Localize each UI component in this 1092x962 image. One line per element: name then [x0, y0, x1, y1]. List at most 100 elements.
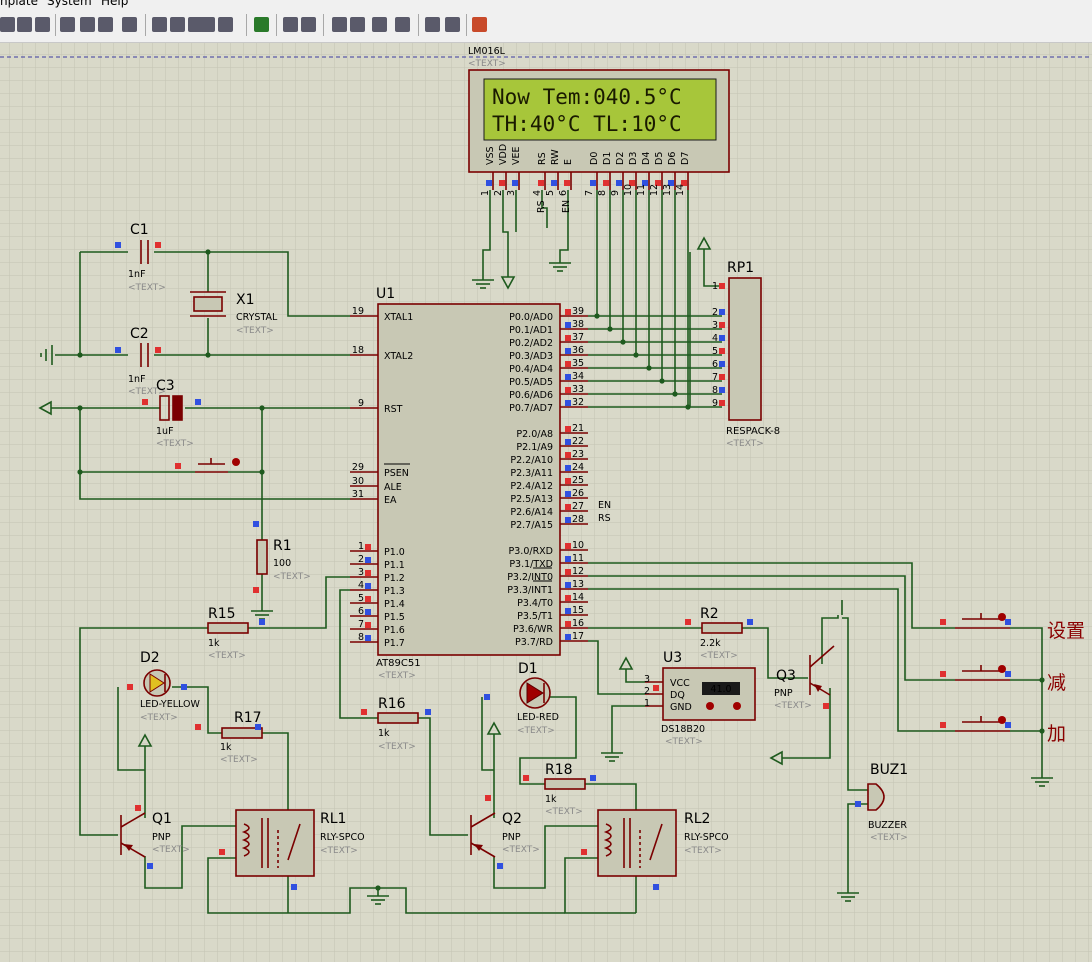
toolbar-separator — [323, 14, 324, 36]
toolbar-button-1[interactable] — [17, 17, 32, 32]
resistor-r15[interactable] — [207, 622, 249, 634]
resistor-r16[interactable] — [377, 712, 419, 724]
toolbar-button-21[interactable] — [472, 17, 487, 32]
wire — [625, 669, 645, 683]
relay-rl1[interactable] — [235, 809, 315, 877]
toolbar-button-17[interactable] — [372, 17, 387, 32]
mcu-right-pin-label: P0.7/AD7 — [509, 403, 553, 414]
mcu-left-pin-number: 2 — [358, 554, 364, 565]
r18-ref: R18 — [545, 762, 573, 778]
crystal-x1[interactable] — [193, 296, 223, 312]
toolbar-button-11[interactable] — [218, 17, 233, 32]
relay-rl2[interactable] — [597, 809, 677, 877]
toolbar-separator — [55, 14, 56, 36]
pin-marker — [655, 180, 661, 186]
q2-text: <TEXT> — [502, 845, 540, 855]
toolbar-button-8[interactable] — [170, 17, 185, 32]
lcd-pin-number: 7 — [584, 190, 595, 196]
toolbar-button-12[interactable] — [254, 17, 269, 32]
pin-marker — [565, 452, 571, 458]
mcu-left-pin-label: P1.0 — [384, 547, 405, 558]
pin-marker — [565, 322, 571, 328]
pin-marker — [155, 242, 161, 248]
lcd-pin-label: D3 — [628, 152, 639, 165]
pin-marker — [565, 335, 571, 341]
resistor-r17[interactable] — [221, 727, 263, 739]
lcd-pin-label: D2 — [615, 152, 626, 165]
toolbar-button-13[interactable] — [283, 17, 298, 32]
mcu-right-pin-number: 10 — [572, 540, 584, 551]
mcu-left-pin-label: P1.7 — [384, 638, 405, 649]
mcu-right-pin-label: P3.0/RXD — [509, 546, 553, 557]
resistor-r18[interactable] — [544, 778, 586, 790]
sensor-pin-number: 3 — [644, 674, 650, 685]
q3-ref: Q3 — [776, 668, 796, 684]
mcu-right-pin-label: P3.4/T0 — [517, 598, 553, 609]
lcd-en-label: EN — [561, 200, 572, 213]
resistor-r1[interactable] — [256, 539, 268, 575]
rp1-pin-number: 9 — [712, 398, 718, 409]
wire — [588, 562, 955, 629]
toolbar-button-2[interactable] — [35, 17, 50, 32]
lcd-pin-number: 5 — [545, 190, 556, 196]
toolbar-button-9[interactable] — [188, 17, 203, 32]
resistor-pack-rp1[interactable] — [728, 277, 762, 421]
mcu-right-pin-number: 28 — [572, 514, 584, 525]
pin-marker — [565, 634, 571, 640]
toolbar-button-7[interactable] — [152, 17, 167, 32]
lcd-pin-label: RS — [537, 152, 548, 165]
mcu-right-pin-number: 22 — [572, 436, 584, 447]
menu-help[interactable]: Help — [101, 0, 129, 8]
d1-value: LED-RED — [517, 712, 559, 723]
lcd-pin-label: D7 — [680, 152, 691, 165]
wire — [519, 696, 577, 785]
toolbar-button-20[interactable] — [445, 17, 460, 32]
power-arrow-left — [38, 400, 52, 416]
r2-text: <TEXT> — [700, 651, 738, 661]
mcu-right-pin-number: 38 — [572, 319, 584, 330]
junction-dot — [1039, 677, 1045, 683]
toolbar-button-14[interactable] — [301, 17, 316, 32]
components — [38, 69, 1053, 905]
toolbar-button-19[interactable] — [425, 17, 440, 32]
lcd-pin-label: RW — [550, 149, 561, 165]
sensor-up-button[interactable] — [733, 702, 741, 710]
toolbar-button-5[interactable] — [98, 17, 113, 32]
toolbar-button-4[interactable] — [80, 17, 95, 32]
pin-marker — [565, 439, 571, 445]
mcu-right-pin-number: 32 — [572, 397, 584, 408]
mcu-right-pin-number: 21 — [572, 423, 584, 434]
toolbar-button-3[interactable] — [60, 17, 75, 32]
r17-value: 1k — [220, 742, 232, 753]
toolbar-button-18[interactable] — [395, 17, 410, 32]
mcu-right-pin-number: 13 — [572, 579, 584, 590]
capacitor-c3[interactable] — [159, 395, 170, 421]
buzzer-buz1[interactable] — [867, 783, 885, 811]
toolbar-button-16[interactable] — [350, 17, 365, 32]
sensor-down-button[interactable] — [706, 702, 714, 710]
menu-template[interactable]: nplate — [0, 0, 38, 8]
r16-text: <TEXT> — [378, 742, 416, 752]
toolbar-button-0[interactable] — [0, 17, 15, 32]
schematic-canvas[interactable]: Now Tem:040.5°CTH:40°C TL:10°CLM016L<TEX… — [0, 43, 1092, 962]
power-arrow-down — [500, 276, 516, 290]
wire — [248, 576, 350, 629]
resistor-r2[interactable] — [701, 622, 743, 634]
toolbar-button-15[interactable] — [332, 17, 347, 32]
pin-marker — [565, 556, 571, 562]
pin-marker — [565, 517, 571, 523]
lcd-pin-label: D1 — [602, 152, 613, 165]
menu-system[interactable]: System — [47, 0, 92, 8]
pin-marker — [940, 671, 946, 677]
toolbar-button-6[interactable] — [122, 17, 137, 32]
mcu-left-pin-number: 9 — [358, 398, 364, 409]
pin-marker — [115, 347, 121, 353]
mcu-left-pin-label: P1.3 — [384, 586, 405, 597]
rp1-pin-number: 8 — [712, 385, 718, 396]
wire — [703, 249, 722, 287]
pin-marker — [253, 521, 259, 527]
lcd-screen — [483, 78, 717, 141]
mcu-at89c51[interactable] — [377, 303, 561, 656]
toolbar-button-10[interactable] — [200, 17, 215, 32]
pin-marker — [565, 361, 571, 367]
